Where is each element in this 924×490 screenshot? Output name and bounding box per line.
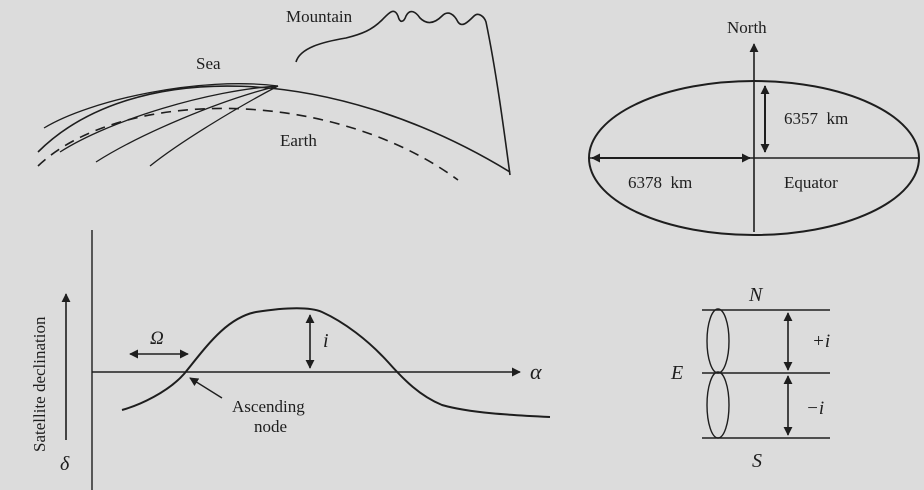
ascending-label: Ascending xyxy=(232,397,305,416)
east-symbol: E xyxy=(670,362,683,384)
alpha-symbol: α xyxy=(530,359,542,384)
sea-curve-3 xyxy=(95,85,279,163)
mountain-outline xyxy=(295,10,511,176)
inclination-symbol: i xyxy=(323,330,329,352)
equatorial-radius-label: 6378 km xyxy=(628,173,692,192)
polar-radius-label: 6357 km xyxy=(784,109,848,128)
node-pointer xyxy=(189,377,223,399)
inclination-panel: N E S +i −i xyxy=(670,284,830,472)
omega-symbol: Ω xyxy=(150,328,164,349)
earth-surface-curve xyxy=(37,85,511,173)
ground-track-curve xyxy=(121,307,551,418)
declination-panel: Satellite declination δ α Ω i Ascending … xyxy=(30,230,551,490)
lower-lobe xyxy=(706,371,730,439)
sea-curve-4 xyxy=(149,85,279,167)
north-symbol: N xyxy=(748,284,764,306)
upper-lobe xyxy=(706,308,730,374)
terrain-panel: Mountain Sea Earth xyxy=(37,7,511,181)
geoid-dashed-curve xyxy=(37,107,459,181)
satellite-declination-label: Satellite declination xyxy=(30,316,49,452)
ellipsoid-panel: North 6357 km 6378 km Equator xyxy=(588,18,920,236)
plus-i-label: +i xyxy=(812,331,830,352)
sea-curve-1 xyxy=(43,83,279,129)
mountain-label: Mountain xyxy=(286,7,353,26)
minus-i-label: −i xyxy=(806,398,824,419)
earth-label: Earth xyxy=(280,131,317,150)
sea-curve-2 xyxy=(59,85,279,153)
delta-symbol: δ xyxy=(60,453,70,475)
sea-label: Sea xyxy=(196,54,221,73)
south-symbol: S xyxy=(752,450,762,472)
equator-label: Equator xyxy=(784,173,838,192)
node-label: node xyxy=(254,417,287,436)
north-label: North xyxy=(727,18,767,37)
